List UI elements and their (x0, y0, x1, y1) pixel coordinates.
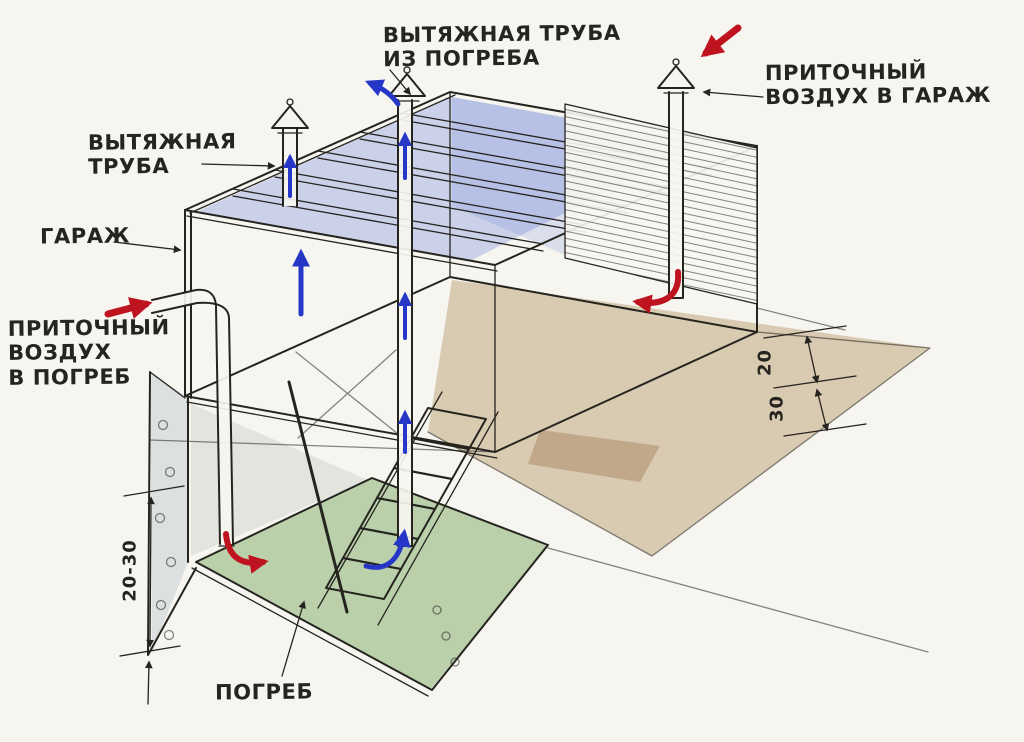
dim-right-extension (756, 307, 846, 331)
leader-exhaust-from-cellar (389, 69, 411, 96)
cellar-floor-shading (198, 478, 548, 690)
flow-arrow-cellar-intake (363, 528, 411, 570)
label-cellar: ПОГРЕБ (214, 679, 314, 705)
label-exhaust-pipe-from-cellar: ВЫТЯЖНАЯ ТРУБА ИЗ ПОГРЕБА (382, 20, 621, 72)
cellar-left-outer-edge (147, 371, 197, 656)
center-pipe-cap-knob (403, 66, 411, 74)
stair-stringers (317, 391, 499, 626)
leader-garage (113, 241, 182, 254)
hatched-right-wall (564, 103, 758, 305)
cellar-stairs (287, 349, 499, 626)
leader-cellar (281, 600, 306, 677)
center-pipe-cap-cone (388, 73, 426, 97)
leader-exhaust-pipe (201, 161, 276, 170)
stair-cross-braces (295, 349, 399, 439)
construction-line-bottom-right (547, 547, 929, 653)
supply-air-flow-arrows (104, 24, 742, 574)
dimension-label-right-20: 20 (754, 348, 776, 377)
wall-stones (154, 419, 460, 667)
cellar-floor-outline (195, 477, 549, 691)
exhaust-air-flow-arrows (282, 79, 413, 570)
dim-left-ticks (119, 485, 185, 657)
flow-arrow-cap-exit (365, 79, 401, 107)
label-supply-air-to-cellar: ПРИТОЧНЫЙ ВОЗДУХ В ПОГРЕБ (7, 315, 170, 390)
dim-left-bottom-arrow (144, 660, 153, 705)
supply-arrow-cellar-outlet (223, 531, 269, 574)
label-leaders (113, 69, 764, 677)
label-garage: ГАРАЖ (39, 223, 131, 249)
right-pipe-cap-cone (657, 65, 695, 89)
construction-line-left (149, 439, 498, 453)
dimension-label-left-20-30: 20-30 (119, 539, 141, 602)
dim-left-line (146, 496, 155, 648)
left-pipe-cap-knob (286, 98, 294, 106)
cellar-left-wall-shading (150, 372, 188, 652)
supply-arrow-into-garage-cap (700, 24, 742, 58)
ground-plane-shading (428, 280, 930, 556)
cellar-floor-double-line (191, 567, 429, 697)
left-pipe-cap-cone (271, 105, 309, 129)
supply-arrow-into-cellar-pipe (104, 297, 153, 319)
cellar-wall-top-edge (149, 371, 186, 399)
label-exhaust-pipe: ВЫТЯЖНАЯ ТРУБА (87, 129, 237, 180)
soil-patch-shading (528, 430, 660, 482)
leader-supply-garage (702, 88, 764, 98)
dim-right-line-20 (804, 335, 820, 384)
dimension-marks (119, 307, 867, 705)
label-supply-air-to-garage: ПРИТОЧНЫЙ ВОЗДУХ В ГАРАЖ (764, 59, 992, 110)
supply-arrow-garage-outlet (632, 269, 682, 314)
right-pipe-cap-knob (672, 58, 680, 66)
cellar-back-wall-shading (191, 404, 368, 556)
floor-edge-double-line (186, 401, 498, 459)
dimension-label-right-30: 30 (766, 394, 788, 423)
left-supply-pipe-to-cellar (151, 288, 235, 547)
ground-plane-outline (427, 331, 931, 557)
dim-right-line-30 (814, 388, 830, 432)
